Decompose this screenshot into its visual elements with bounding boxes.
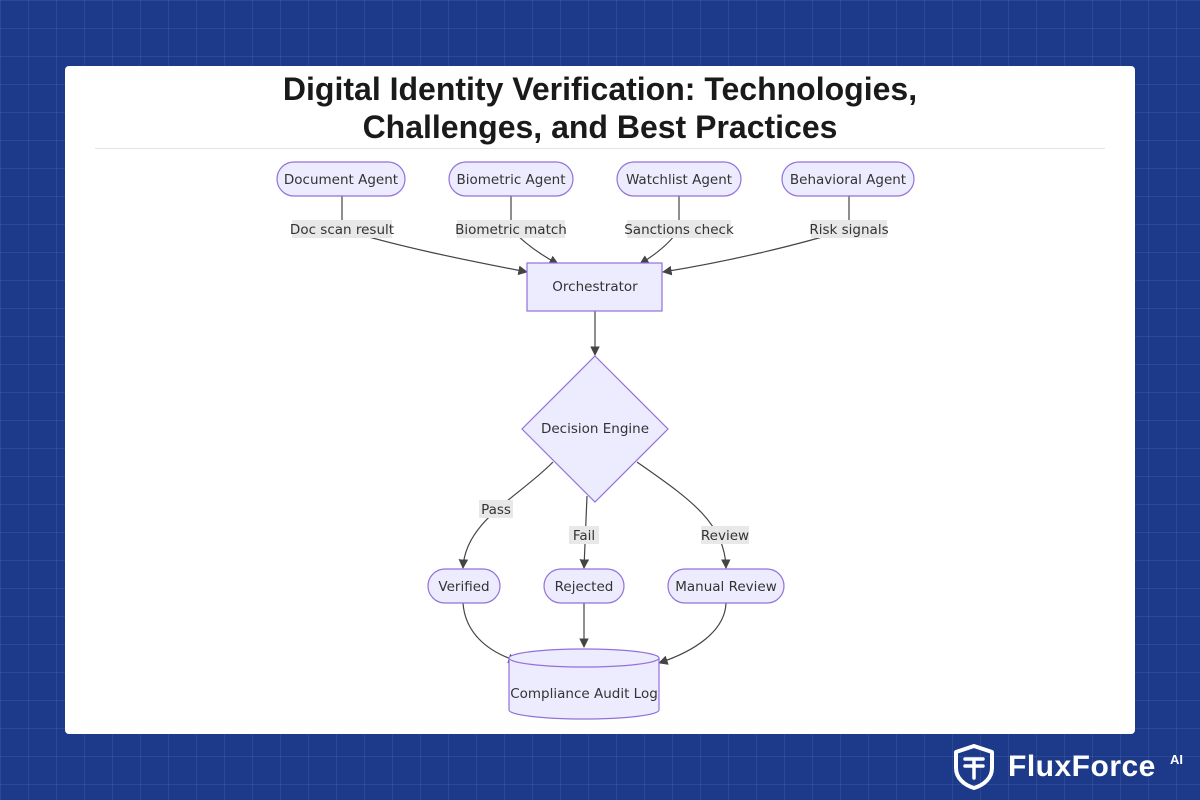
- edge-label-sanctions-check: Sanctions check: [624, 222, 734, 238]
- node-document-agent: [276, 161, 406, 197]
- node-behavioral-agent-label: Behavioral Agent: [790, 172, 906, 188]
- node-document-agent-label: Document Agent: [284, 172, 398, 188]
- page-title-line-2: Challenges, and Best Practices: [362, 109, 838, 145]
- brand-superscript: AI: [1170, 752, 1183, 767]
- edge-label-pass: Pass: [481, 502, 511, 518]
- node-decision-engine-label: Decision Engine: [541, 421, 649, 437]
- edge-label-bg: [292, 220, 392, 238]
- edge-manual-review-to-log: [658, 602, 727, 665]
- node-behavioral-agent: [781, 161, 915, 197]
- node-verified: [427, 568, 501, 604]
- brand-logo: FluxForce AI: [952, 744, 1192, 790]
- title-divider: [95, 148, 1105, 149]
- node-decision-engine: [521, 355, 669, 503]
- edge-label-bg: [701, 526, 749, 544]
- edge-decision-to-manual-review: [636, 461, 731, 569]
- edge-label-review: Review: [701, 528, 749, 544]
- node-biometric-agent-label: Biometric Agent: [457, 172, 566, 188]
- node-orchestrator-label: Orchestrator: [552, 279, 638, 295]
- node-manual-review: [667, 568, 785, 604]
- shield-icon: [954, 744, 994, 790]
- node-verified-label: Verified: [438, 579, 489, 595]
- edge-label-biometric-match: Biometric match: [455, 222, 567, 238]
- page-title-line-1: Digital Identity Verification: Technolog…: [282, 71, 918, 107]
- node-orchestrator: [526, 262, 663, 312]
- node-compliance-audit-log-label: Compliance Audit Log: [510, 686, 658, 702]
- edge-label-fail: Fail: [573, 528, 595, 544]
- node-rejected: [543, 568, 625, 604]
- edge-label-bg: [569, 526, 599, 544]
- node-watchlist-agent: [616, 161, 742, 197]
- node-compliance-audit-log: [508, 648, 660, 720]
- edge-label-bg: [811, 220, 887, 238]
- brand-name: FluxForce: [1008, 750, 1156, 783]
- edge-label-bg: [479, 500, 513, 518]
- node-rejected-label: Rejected: [555, 579, 614, 595]
- edge-verified-to-log: [462, 602, 518, 664]
- edge-label-doc-scan-result: Doc scan result: [290, 222, 394, 238]
- node-biometric-agent: [448, 161, 574, 197]
- edge-label-bg: [627, 220, 731, 238]
- edge-label-bg: [457, 220, 565, 238]
- flowchart: Doc scan result Biometric match Sanction…: [276, 161, 915, 720]
- edge-label-risk-signals: Risk signals: [809, 222, 888, 238]
- node-manual-review-label: Manual Review: [675, 579, 777, 595]
- node-watchlist-agent-label: Watchlist Agent: [626, 172, 732, 188]
- diagram-card: Digital Identity Verification: Technolog…: [65, 66, 1135, 734]
- page-title: Digital Identity Verification: Technolog…: [65, 70, 1135, 146]
